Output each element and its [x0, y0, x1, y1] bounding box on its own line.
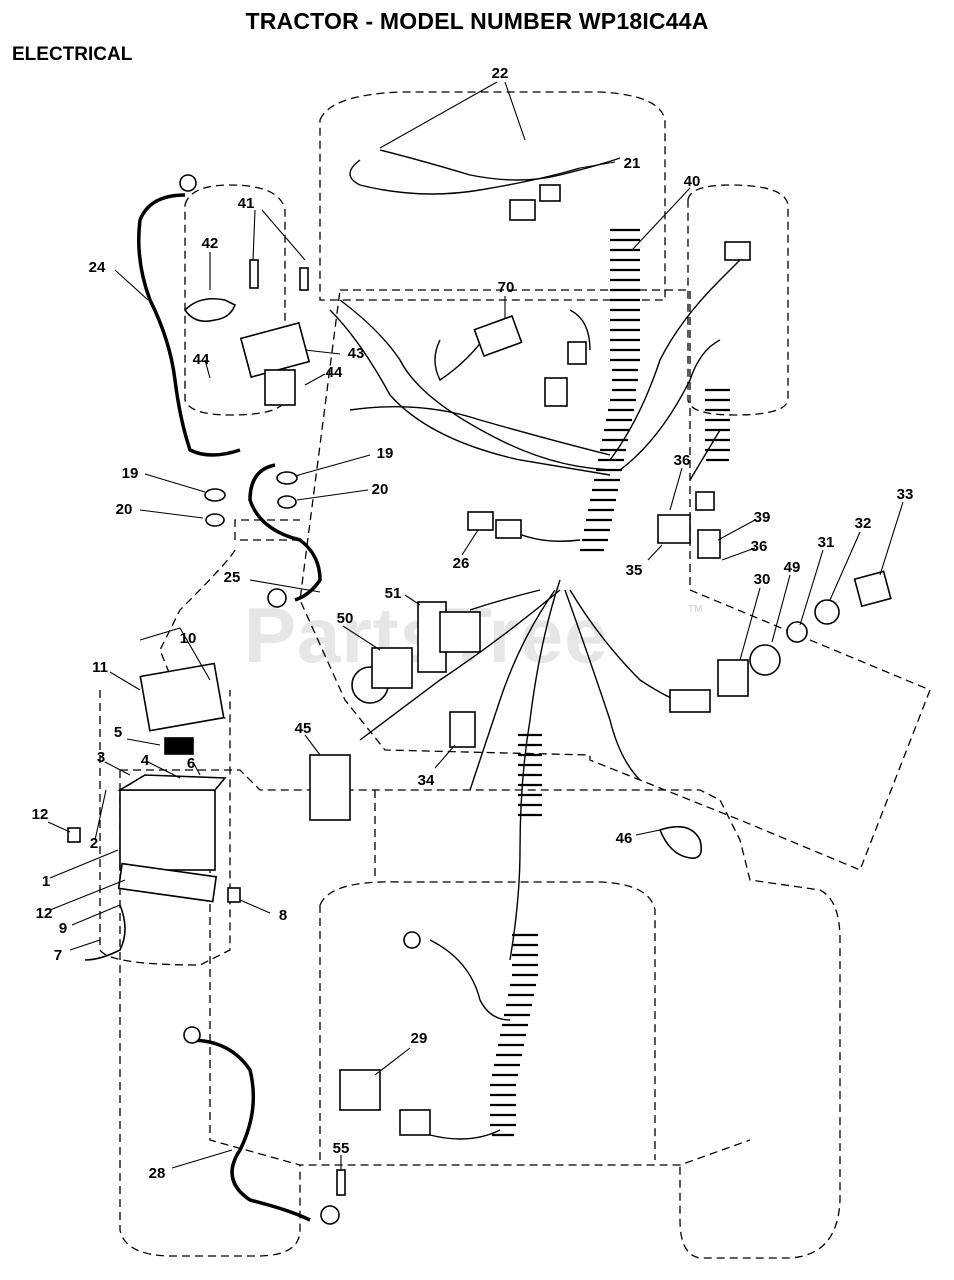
leader-lines: [47, 81, 904, 1170]
callout-35: 35: [626, 562, 643, 579]
callout-51: 51: [385, 585, 402, 602]
callout-70: 70: [498, 279, 515, 296]
callout-24: 24: [89, 259, 106, 276]
callout-1: 1: [42, 873, 50, 890]
callout-12-left: 12: [32, 806, 49, 823]
callout-11: 11: [92, 659, 108, 676]
callout-20-left: 20: [116, 501, 133, 518]
callout-2: 2: [90, 835, 98, 852]
callout-19-left: 19: [122, 465, 139, 482]
callout-10: 10: [180, 630, 197, 647]
callout-42: 42: [202, 235, 219, 252]
callout-44-left: 44: [193, 351, 210, 368]
callout-49: 49: [784, 559, 801, 576]
callout-36-bottom: 36: [751, 538, 768, 555]
callout-34: 34: [418, 772, 435, 789]
callout-21: 21: [624, 155, 641, 172]
callout-9: 9: [59, 920, 67, 937]
callout-12-right: 8: [279, 907, 287, 924]
callout-36-top: 36: [674, 452, 691, 469]
battery-cables: [137, 193, 322, 1222]
callout-6: 6: [187, 755, 195, 772]
callout-39: 39: [754, 509, 771, 526]
callouts: 22 21 40 41 42 24 70 44 43 44 19 19 20 2…: [32, 65, 914, 1182]
callout-5: 5: [114, 724, 122, 741]
callout-32: 32: [855, 515, 872, 532]
callout-7: 7: [54, 947, 62, 964]
wire-conduit: [490, 228, 730, 1137]
section-label: ELECTRICAL: [12, 44, 133, 65]
callout-22: 22: [492, 65, 509, 82]
callout-29: 29: [411, 1030, 428, 1047]
callout-55: 55: [333, 1140, 350, 1157]
callout-28: 28: [149, 1165, 166, 1182]
watermark-trademark: TM: [688, 604, 703, 615]
callout-45: 45: [295, 720, 312, 737]
callout-46: 46: [616, 830, 633, 847]
callout-40: 40: [684, 173, 701, 190]
callout-41: 41: [238, 195, 255, 212]
callout-44-right: 44: [326, 364, 343, 381]
callout-50: 50: [337, 610, 354, 627]
callout-8: 12: [36, 905, 53, 922]
callout-3: 3: [97, 749, 105, 766]
callout-30: 30: [754, 571, 771, 588]
callout-33: 33: [897, 486, 914, 503]
callout-25: 25: [224, 569, 241, 586]
components: [67, 174, 892, 1225]
page-title: TRACTOR - MODEL NUMBER WP18IC44A: [245, 8, 709, 34]
callout-4: 4: [141, 752, 150, 769]
callout-19-right: 19: [377, 445, 394, 462]
callout-31: 31: [818, 534, 835, 551]
tractor-outline: [99, 91, 931, 1259]
callout-20-right: 20: [372, 481, 389, 498]
wire-harness: [329, 149, 746, 1140]
callout-26: 26: [453, 555, 470, 572]
callout-43: 43: [348, 345, 365, 362]
